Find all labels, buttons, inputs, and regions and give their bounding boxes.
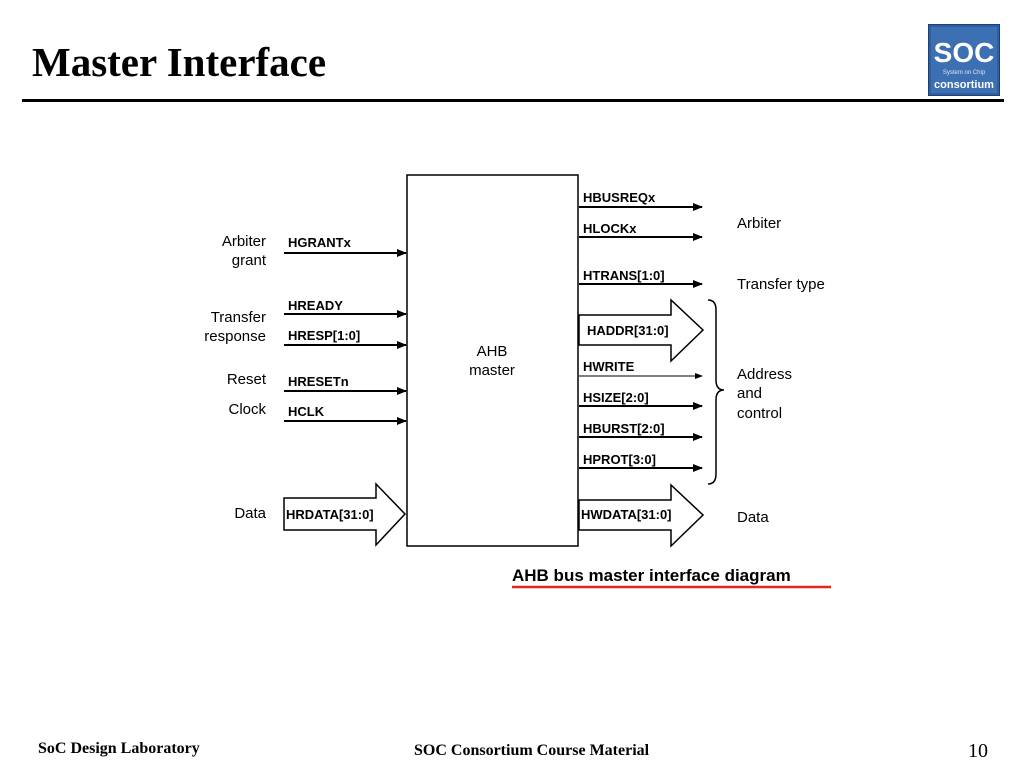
slide-title: Master Interface [32,39,327,85]
haddr-wide-arrow [578,298,705,363]
signal-hgrantx: HGRANTx [288,235,352,250]
signal-hready: HREADY [288,298,343,313]
left-label-response: response [204,328,266,345]
signal-hrdata: HRDATA[31:0] [286,507,374,522]
page-number: 10 [968,740,988,762]
left-label-arbiter: Arbiter [222,233,266,250]
block-label-line2: master [469,362,515,379]
signal-hresetn: HRESETn [288,374,349,389]
block-label-line1: AHB [477,343,508,360]
logo-text-small: System on Chip [943,70,986,76]
left-label-clock: Clock [228,401,266,418]
diagram-caption: AHB bus master interface diagram [512,566,791,585]
soc-consortium-logo: SOC System on Chip consortium [928,24,1000,96]
signal-htrans: HTRANS[1:0] [583,268,665,283]
signal-hlockx: HLOCKx [583,221,637,236]
title-divider [22,99,1004,102]
logo-text-bottom: consortium [934,79,994,91]
signal-hbusreqx: HBUSREQx [583,190,656,205]
hwdata-wide-arrow [578,483,705,548]
address-control-brace [707,299,725,485]
signal-haddr: HADDR[31:0] [587,323,669,338]
footer-left: SoC Design Laboratory [38,740,200,757]
right-label-and: and [737,385,762,402]
hrdata-wide-arrow [283,482,407,547]
right-label-data: Data [737,509,769,526]
right-label-transfer-type: Transfer type [737,276,825,293]
signal-hsize: HSIZE[2:0] [583,390,649,405]
right-label-control: control [737,405,782,422]
logo-text-big: SOC [934,37,995,68]
signal-hwdata: HWDATA[31:0] [581,507,672,522]
signal-hwrite: HWRITE [583,359,635,374]
right-label-address: Address [737,366,792,383]
left-label-grant: grant [232,252,267,269]
signal-hprot: HPROT[3:0] [583,452,656,467]
signal-hresp: HRESP[1:0] [288,328,360,343]
footer-center: SOC Consortium Course Material [414,742,650,759]
left-label-transfer: Transfer [211,309,266,326]
signal-hclk: HCLK [288,404,325,419]
right-label-arbiter: Arbiter [737,215,781,232]
left-label-reset: Reset [227,371,267,388]
signal-hburst: HBURST[2:0] [583,421,665,436]
left-label-data: Data [234,505,266,522]
ahb-master-block [406,174,579,547]
